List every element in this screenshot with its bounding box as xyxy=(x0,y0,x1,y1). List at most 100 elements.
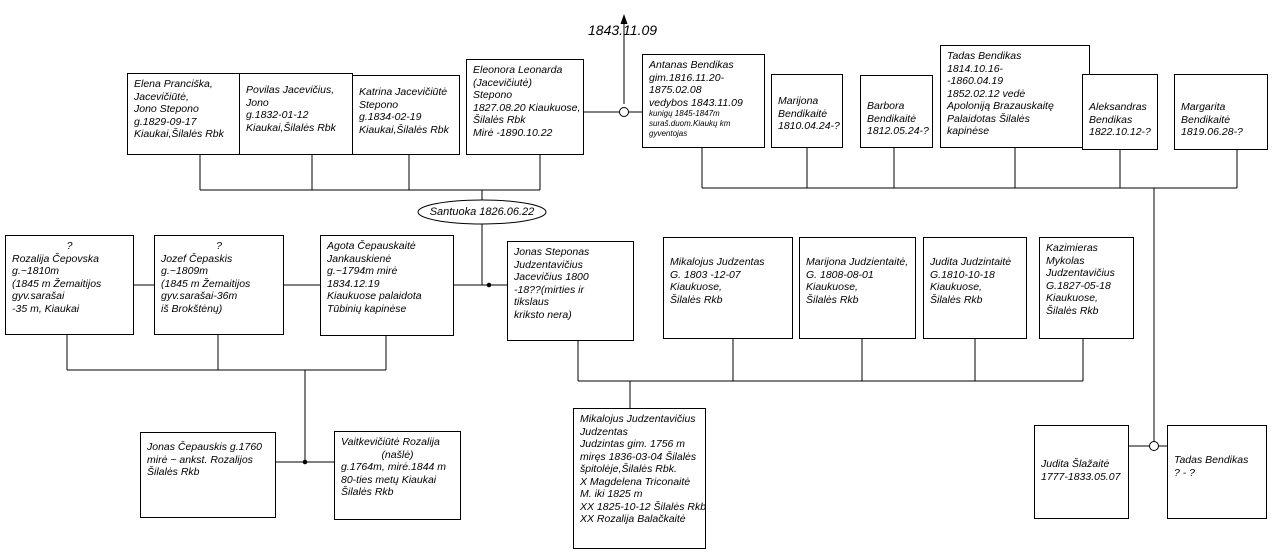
person-text-line: Jacevičius 1800 xyxy=(514,271,589,283)
person-text-line: Stepono xyxy=(359,98,399,111)
person-text-line: 1777-1833.05.07 xyxy=(1041,470,1121,483)
person-text-line: Jozef Čepaskis xyxy=(161,252,233,265)
person-text-line: Šilalės Rkb xyxy=(930,293,983,306)
person-text-line: Kiaukuose, xyxy=(806,281,858,293)
marriage-oval-shape xyxy=(417,199,547,225)
person-text-line: Bendikaitė xyxy=(778,107,828,120)
person-text-line: Agota Čepauskaitė xyxy=(327,240,416,252)
person-text-line: Kiaukai,Šilalės Rbk xyxy=(134,128,224,140)
person-text-line: 1827.08.20 Kiaukuose, xyxy=(473,101,581,114)
person-text-line: XX 1825-10-12 Šilalės Rkb. xyxy=(580,500,706,513)
person-text-line: g.~1810m xyxy=(12,265,59,277)
person-text-line: Judita Šlažaitė xyxy=(1041,458,1110,470)
person-text-line: mirė ~ ankst. Rozalijos xyxy=(147,453,253,466)
person-text-line: Eleonora Leonarda xyxy=(473,64,563,76)
person-text-line: kapinėse xyxy=(947,125,990,137)
person-text-line: ? xyxy=(66,240,73,252)
person-text-line: XX Rozalija Balačkaitė xyxy=(580,513,686,525)
person-text-line: g.1829-09-17 xyxy=(134,115,197,128)
person-text-line: (našlė) xyxy=(381,448,414,461)
person-text-line: Kiaukai,Šilalės Rbk xyxy=(359,123,449,136)
person-text-line: g.1764m, mirė.1844 m xyxy=(341,461,447,473)
person-text-line: G.1827-05-18 xyxy=(1046,279,1111,292)
person-text-line: G.1810-10-18 xyxy=(930,268,995,281)
person-text-line: Barbora xyxy=(867,100,905,112)
person-text-line: Apoloniją Brazauskaitę xyxy=(947,100,1054,112)
person-text-line: gyventojas xyxy=(649,129,688,138)
person-text-line: Jono Stepono xyxy=(134,103,199,115)
person-text-line: Bendikaitė xyxy=(1181,113,1231,126)
person-text-line: Jonas Steponas xyxy=(514,246,590,258)
person-text-line: Bendikaitė xyxy=(867,112,917,125)
person-text-line: suraš.duom.Kiaukų km xyxy=(649,119,731,128)
person-text-line: Marijona Judzientaitė, xyxy=(806,256,909,268)
person-text-line: g.~1794m mirė xyxy=(327,265,398,277)
person-text-line: gyv.sarašai-36m xyxy=(161,290,238,302)
person-text-line: Kiaukuose, xyxy=(1046,292,1098,304)
person-text-line: 1814.10.16- xyxy=(947,62,1004,75)
person-text-line: Šilalės Rkb xyxy=(670,293,723,306)
person-text-line: Mikalojus Judzentavičius xyxy=(580,413,696,425)
person-text-line: gyv.sarašai xyxy=(12,290,65,302)
person-text-line: -18??(mirties ir xyxy=(514,283,585,296)
person-text-line: Aleksandras xyxy=(1089,101,1147,113)
person-text-line: Judzentas xyxy=(580,425,628,438)
person-text-line: vedybos 1843.11.09 xyxy=(649,96,743,109)
person-text-line: Tadas Bendikas xyxy=(1174,454,1249,466)
person-text-line: -1860.04.19 xyxy=(947,75,1004,87)
person-text-line: g.1834-02-19 xyxy=(359,111,422,123)
person-text-line: Kiaukuose palaidota xyxy=(327,290,422,302)
person-elena-jaceviciute: Elena Prancis̆ka,Jacevičiūtė,Jono Stepon… xyxy=(127,73,248,155)
person-text-line: g.1832-01-12 xyxy=(246,109,309,121)
person-text-line: Stepono xyxy=(473,89,513,101)
person-text-line: Judita Judzintaitė xyxy=(930,256,1012,268)
person-text-line: Judzentavičius xyxy=(514,258,583,271)
person-text-line: Šilalės Rbk xyxy=(473,114,526,126)
person-text-line: g.~1809m xyxy=(161,265,208,277)
person-text-line: G. 1803 -12-07 xyxy=(670,268,741,281)
person-text-line: 1852.02.12 vedė xyxy=(947,87,1026,100)
person-text-line: M. iki 1825 m xyxy=(580,488,643,500)
marriage-date-label: 1843.11.09 xyxy=(588,22,658,38)
person-text-line: Judzintas gim. 1756 m xyxy=(580,438,686,450)
person-text-line: Rozalija Čepovska xyxy=(12,252,99,265)
person-tadas-bendikas-unknown: Tadas Bendikas? - ? xyxy=(1167,425,1267,519)
person-text-line: Kiaukai,Šilalės Rbk xyxy=(246,121,336,134)
person-text-line: Jonas Čepauskis g.1760 xyxy=(147,441,262,453)
person-text-line: Vaitkevičiūtė Rozalija xyxy=(341,436,440,448)
person-text-line: Antanas Bendikas xyxy=(649,59,734,71)
person-text-line: Judzentavičius xyxy=(1046,267,1115,279)
person-text-line: kriksto nera) xyxy=(514,308,572,321)
person-text-line: Katrina Jacevičiūtė xyxy=(359,86,448,98)
person-text-line: 1810.04.24-? xyxy=(778,120,840,132)
person-text-line: Mykolas xyxy=(1046,254,1085,267)
person-text-line: Marijona xyxy=(778,95,819,107)
person-text-line: ? xyxy=(216,240,222,252)
person-text-line: Mirė -1890.10.22 xyxy=(473,126,553,139)
person-text-line: (1845 m Žemaitijos xyxy=(161,277,251,290)
person-text-line: 1834.12.19 xyxy=(327,277,380,290)
person-text-line: kunigų 1845-1847m xyxy=(649,109,720,118)
person-text-line: tikslaus xyxy=(514,296,550,308)
person-text-line: miręs 1836-03-04 Šilalės xyxy=(580,450,697,463)
person-text-line: -35 m, Kiaukai xyxy=(12,302,80,315)
person-text-line: 1812.05.24-? xyxy=(867,125,929,137)
person-text-line: Palaidotas Šilalės xyxy=(947,112,1030,125)
person-text-line: gim.1816.11.20- xyxy=(649,71,725,84)
